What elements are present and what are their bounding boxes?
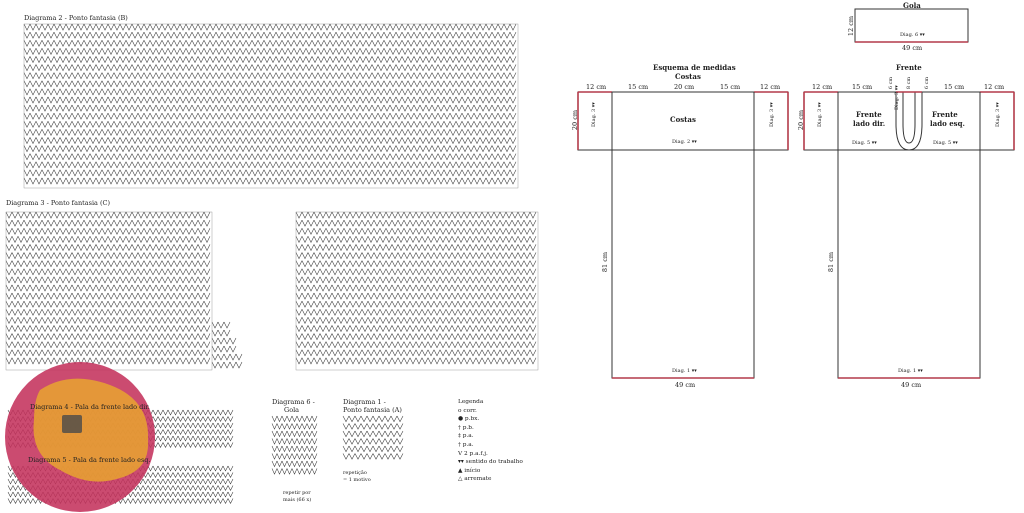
frente-right-side-sublabel: lado dir. (853, 119, 886, 128)
diagram-3-title: Diagrama 3 - Ponto fantasia (C) (6, 199, 111, 207)
legend-item-finish: △ arremate (458, 476, 492, 483)
frente-seg-6: 15 cm (944, 83, 965, 91)
costas-body (611, 149, 755, 379)
gola-width: 49 cm (902, 44, 923, 52)
legend: Legenda o corr. ● p.bx. † p.b. ‡ p.a. † … (458, 398, 523, 484)
frente-seg-5: 6 cm (924, 76, 930, 90)
costas-seg-5: 12 cm (760, 83, 781, 91)
diagram-1-repeat-motif: = 1 motivo (343, 477, 371, 483)
schematic-title: Esquema de medidas (653, 63, 736, 72)
legend-title: Legenda (458, 399, 484, 405)
frente-right-side-label: Frente (856, 110, 882, 119)
gola-title: Gola (903, 1, 921, 10)
stitch-marks (5, 23, 537, 504)
frente-left-side-label: Frente (932, 110, 958, 119)
diagram-4-title: Diagrama 4 - Pala da frente lado dir. (30, 403, 150, 411)
frente-diag-side-left: Diag. 3 ▾▾ (817, 102, 823, 127)
costas-diag-center: Diag. 2 ▾▾ (672, 139, 697, 145)
costas-title: Costas (675, 72, 701, 81)
frente-body-diag: Diag. 1 ▾▾ (898, 368, 923, 374)
frente-neck-inner (902, 92, 916, 144)
stitch-area-outline (295, 211, 539, 371)
legend-item-slip-stitch: ● p.bx. (458, 416, 480, 423)
frente-title: Frente (896, 63, 922, 72)
diagram-1-title: Diagrama 1 - (343, 398, 386, 406)
frente-left-side-sublabel: lado esq. (930, 119, 965, 128)
costas-seg-3: 20 cm (674, 83, 695, 91)
frente-seg-2: 15 cm (852, 83, 873, 91)
legend-item-decrease: Ⅴ 2 p.a.f.j. (458, 450, 488, 457)
frente-width: 49 cm (901, 381, 922, 389)
costas-body-height: 81 cm (601, 251, 609, 273)
costas-seg-4: 15 cm (720, 83, 741, 91)
stitch-area-outline (23, 23, 519, 189)
diagram-6-repeat-count: mais (66 x) (283, 497, 312, 503)
costas-seg-1: 12 cm (586, 83, 607, 91)
frente-diag-neck: Diag. 3 ▾▾ (894, 85, 900, 110)
legend-item-direction: ▾▾ sentido do trabalho (458, 459, 523, 466)
diagram-6-title: Diagrama 6 - (272, 398, 315, 406)
costas-diag-left: Diag. 3 ▾▾ (591, 102, 597, 127)
costas-diag-right: Diag. 3 ▾▾ (769, 102, 775, 127)
legend-item-chain: o corr. (458, 407, 477, 414)
diagram-6-repeat-note: repetir por (283, 490, 311, 496)
frente-body (837, 149, 981, 379)
gola-height: 12 cm (847, 15, 855, 37)
diagram-2-title: Diagrama 2 - Ponto fantasia (B) (24, 14, 128, 22)
diagram-6-subtitle: Gola (284, 406, 300, 414)
diagram-1-repeat-note: repetição (343, 470, 367, 476)
legend-item-double-crochet: ‡ p.a. (458, 433, 474, 440)
frente-body-height: 81 cm (827, 251, 835, 273)
frente-diag-right: Diag. 5 ▾▾ (933, 140, 958, 146)
costas-center-label: Costas (670, 115, 696, 124)
frente-seg-4: 8 cm (906, 76, 912, 90)
costas-seg-2: 15 cm (628, 83, 649, 91)
costas-body-diag: Diag. 1 ▾▾ (672, 368, 697, 374)
costas-width: 49 cm (675, 381, 696, 389)
legend-item-treble: † p.a. (458, 441, 474, 448)
frente-diag-left: Diag. 5 ▾▾ (852, 140, 877, 146)
diagram-5-title: Diagrama 5 - Pala da frente lado esq. (28, 456, 151, 464)
legend-item-start: ▲ início (458, 467, 481, 474)
frente-seg-1: 12 cm (812, 83, 833, 91)
legend-item-single-crochet: † p.b. (458, 424, 474, 431)
frente-diag-side-right: Diag. 3 ▾▾ (995, 102, 1001, 127)
gola-diag: Diag. 6 ▾▾ (900, 32, 925, 38)
frente-seg-7: 12 cm (984, 83, 1005, 91)
diagram-1-subtitle: Ponto fantasia (A) (343, 406, 402, 414)
frente-yoke (803, 91, 1015, 151)
